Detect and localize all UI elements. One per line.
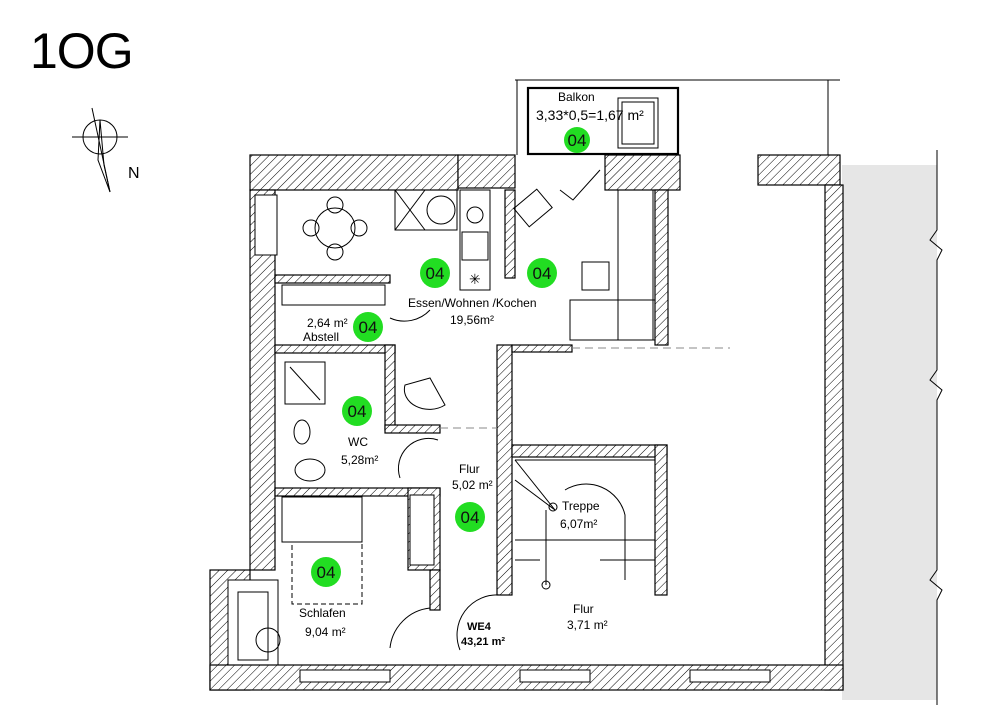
room-name-flur2: Flur — [573, 602, 594, 616]
svg-text:04: 04 — [359, 318, 378, 337]
svg-text:04: 04 — [461, 508, 480, 527]
badge-balkon: 04 — [564, 127, 590, 153]
north-compass-icon — [72, 107, 128, 193]
room-area-schlafen: 9,04 m² — [305, 625, 346, 639]
svg-text:04: 04 — [426, 264, 445, 283]
room-name-schlafen: Schlafen — [299, 606, 346, 620]
room-name-treppe: Treppe — [562, 499, 600, 513]
interior-walls — [274, 189, 730, 611]
svg-text:✳: ✳ — [469, 271, 481, 287]
room-name-balkon: Balkon — [558, 90, 595, 104]
balcony-structure — [515, 79, 840, 156]
room-name-wohnen: Essen/Wohnen /Kochen — [408, 296, 537, 310]
svg-text:04: 04 — [533, 264, 552, 283]
svg-text:04: 04 — [317, 563, 336, 582]
exterior-walls — [209, 154, 844, 691]
furniture: ✳ — [237, 169, 656, 661]
room-name-wc: WC — [348, 435, 368, 449]
badge-flur: 04 — [455, 502, 485, 532]
svg-text:04: 04 — [568, 131, 587, 150]
badge-wc: 04 — [342, 396, 372, 426]
room-area-flur2: 3,71 m² — [567, 618, 608, 632]
floor-title: 1OG — [30, 23, 134, 79]
room-area-balkon: 3,33*0,5=1,67 m² — [536, 107, 644, 123]
room-area-wc: 5,28m² — [341, 453, 378, 467]
unit-area: 43,21 m² — [461, 636, 505, 648]
unit-name: WE4 — [467, 621, 492, 633]
room-name-flur: Flur — [459, 462, 480, 476]
badge-wohnen-right: 04 — [527, 258, 557, 288]
badge-abstell: 04 — [353, 312, 383, 342]
room-area-flur: 5,02 m² — [452, 478, 493, 492]
room-area-wohnen: 19,56m² — [450, 313, 494, 327]
north-label: N — [128, 165, 140, 182]
badge-wohnen-left: 04 — [420, 258, 450, 288]
neighbour-area — [842, 165, 937, 700]
svg-text:04: 04 — [348, 402, 367, 421]
room-name-abstell: Abstell — [303, 330, 339, 344]
room-area-treppe: 6,07m² — [560, 517, 597, 531]
badge-schlafen: 04 — [311, 557, 341, 587]
room-area-abstell: 2,64 m² — [307, 316, 348, 330]
